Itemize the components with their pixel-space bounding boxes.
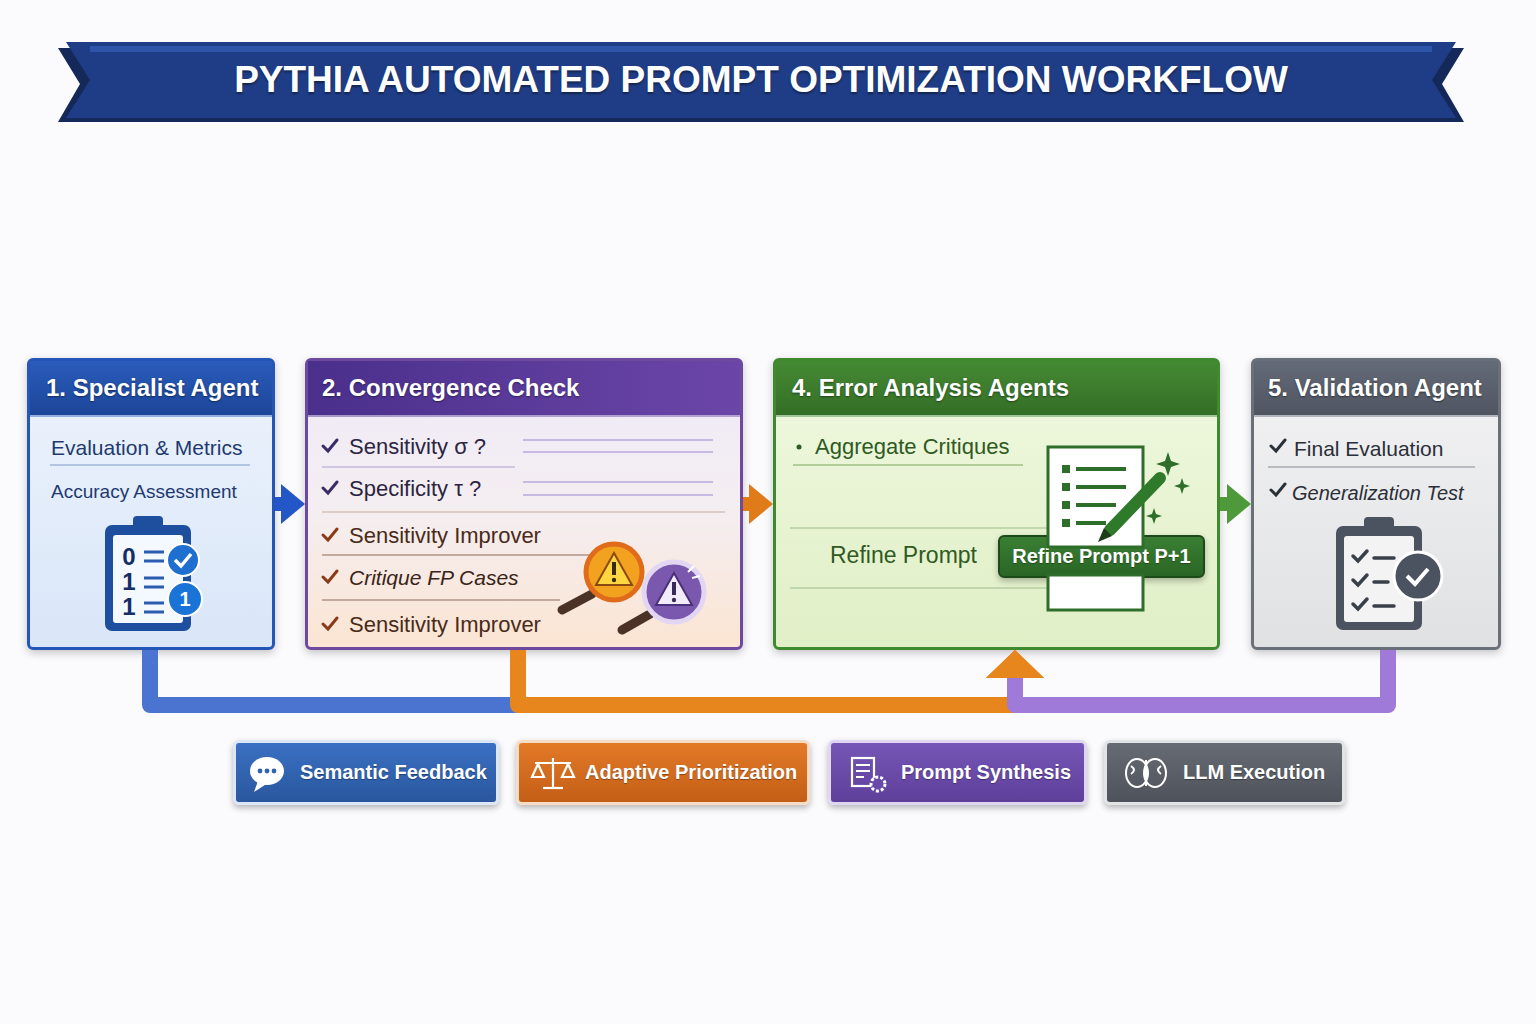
- box-item: Sensitivity Improver: [349, 522, 541, 550]
- agent-box: 4. Error Analysis AgentsAggregate Critiq…: [773, 358, 1220, 650]
- connector-line: [1220, 497, 1231, 511]
- pill-label: LLM Execution: [1183, 761, 1325, 784]
- prompt-tag: Refine Prompt P+1: [998, 535, 1205, 578]
- pill-label: Semantic Feedback: [300, 761, 487, 784]
- box-item: Aggregate Critiques: [815, 433, 1009, 461]
- connector-line: [1015, 650, 1388, 705]
- arrow-head: [986, 650, 1044, 678]
- connector: [275, 504, 285, 505]
- agent-box: 1. Specialist AgentEvaluation & MetricsA…: [27, 358, 275, 650]
- box-item: Sensitivity σ ?: [349, 433, 486, 461]
- pill-label: Adaptive Prioritization: [585, 761, 797, 784]
- connector: [743, 504, 753, 505]
- box-item: Generalization Test: [1292, 479, 1464, 507]
- box-item: Specificity τ ?: [349, 475, 481, 503]
- title-text: PYTHIA AUTOMATED PROMPT OPTIMIZATION WOR…: [66, 42, 1456, 118]
- arrow-head: [986, 650, 1044, 678]
- connector: [518, 650, 1015, 705]
- box-heading: 4. Error Analysis Agents: [792, 361, 1069, 415]
- feature-pill: LLM Execution: [1104, 740, 1345, 805]
- icon-digit: 0: [122, 543, 135, 571]
- box-item: Refine Prompt: [830, 540, 977, 570]
- connector: [150, 650, 1015, 705]
- feature-pill: Semantic Feedback: [233, 740, 499, 805]
- arrow-head: [986, 650, 1044, 678]
- box-heading: 5. Validation Agent: [1268, 361, 1482, 415]
- box-item: Sensitivity Improver: [349, 611, 541, 639]
- feature-pill: Adaptive Prioritization: [516, 740, 810, 805]
- icon-digit: 1: [122, 568, 135, 596]
- arrow-head: [749, 484, 773, 524]
- arrow-head: [281, 484, 305, 524]
- title-banner: [66, 42, 1456, 118]
- box-heading: 2. Convergence Check: [322, 361, 579, 415]
- box-heading: 1. Specialist Agent: [46, 361, 259, 415]
- icon-digit: 1: [122, 593, 135, 621]
- pill-label: Prompt Synthesis: [901, 761, 1071, 784]
- icon-digit: 1: [179, 588, 190, 611]
- box-item: Evaluation & Metrics: [51, 434, 242, 462]
- box-item: Final Evaluation: [1294, 435, 1443, 463]
- connector-line: [743, 497, 753, 511]
- connector-line: [150, 650, 1015, 705]
- arrow-head: [1227, 484, 1251, 524]
- agent-box: 5. Validation AgentFinal EvaluationGener…: [1251, 358, 1501, 650]
- connector-line: [275, 497, 285, 511]
- check-box: 2. Convergence CheckSensitivity σ ? Speci…: [305, 358, 743, 650]
- pill-label: Refine Prompt P+1: [1012, 545, 1190, 568]
- connector: [1220, 504, 1231, 505]
- feature-pill: Prompt Synthesis: [828, 740, 1087, 805]
- connector-line: [518, 650, 1015, 705]
- box-item: Accuracy Assessment: [51, 479, 237, 505]
- banner-highlight: [90, 46, 1432, 52]
- box-item: Critique FP Cases: [349, 564, 519, 592]
- connector: [1015, 650, 1388, 705]
